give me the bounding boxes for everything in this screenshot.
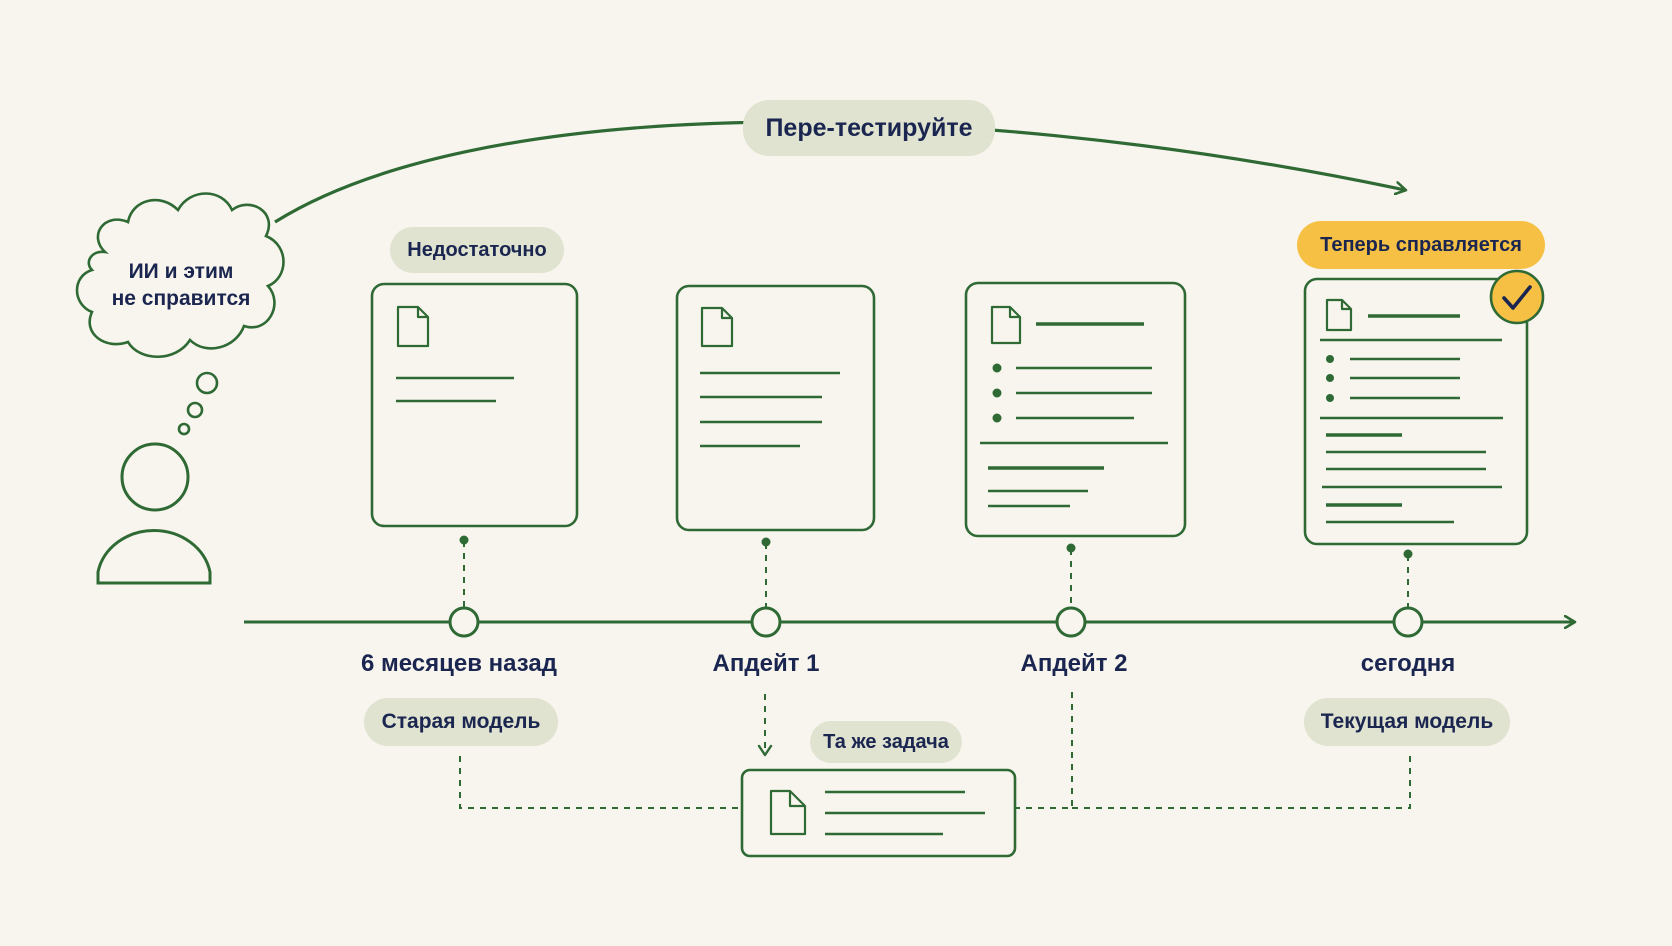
same-task-card [740, 768, 1017, 858]
node-today [1392, 606, 1424, 638]
retest-arrow [274, 120, 1405, 224]
badge-insufficient: Недостаточно [390, 227, 564, 273]
timeline-label-update-2: Апдейт 2 [1020, 650, 1128, 677]
doc-connectors [463, 541, 1409, 607]
document-icon [396, 305, 430, 348]
thought-text: ИИ и этим не справится [96, 258, 266, 312]
badge-same-task: Та же задача [810, 721, 962, 763]
node-update-2 [1055, 606, 1087, 638]
doc-card-6-months [370, 282, 579, 528]
badge-now-handles: Теперь справляется [1297, 221, 1545, 269]
connector-dots [459, 535, 1413, 559]
check-circle-icon [1489, 269, 1545, 325]
doc-card-today [1303, 277, 1529, 546]
document-icon [700, 306, 734, 348]
doc-card-update-1 [675, 284, 876, 532]
thought-bubble-icon [75, 192, 285, 436]
doc-card-update-2 [964, 281, 1187, 538]
timeline-label-6-months: 6 месяцев назад [360, 650, 557, 677]
person-icon [96, 442, 212, 585]
thought-line-2: не справится [111, 287, 251, 310]
timeline-label-update-1: Апдейт 1 [712, 650, 820, 677]
thought-line-1: ИИ и этим [128, 260, 234, 283]
node-6-months [448, 606, 480, 638]
document-icon [1325, 298, 1353, 332]
document-icon [769, 789, 807, 836]
retest-label: Пере-тестируйте [743, 100, 995, 156]
badge-current-model: Текущая модель [1304, 698, 1510, 746]
timeline-label-today: сегодня [1360, 650, 1456, 677]
task-connectors [459, 692, 1411, 809]
timeline-nodes [448, 606, 1424, 638]
task-arrowhead [757, 744, 773, 757]
node-update-1 [750, 606, 782, 638]
badge-old-model: Старая модель [364, 698, 558, 746]
document-icon [990, 305, 1022, 345]
